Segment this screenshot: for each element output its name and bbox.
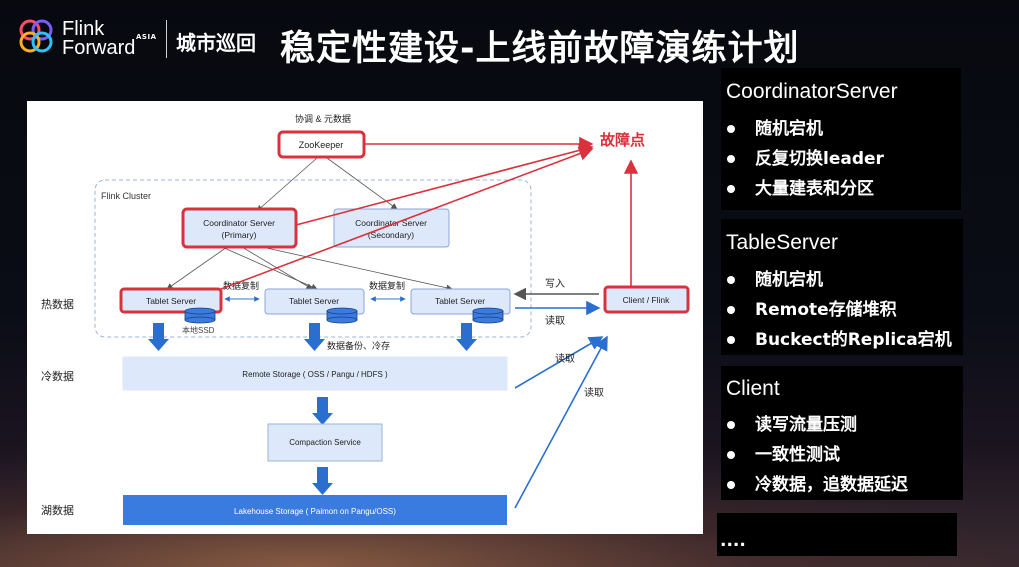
lakehouse-box (123, 495, 507, 525)
disk-icon (326, 307, 358, 324)
more-panel (717, 513, 957, 556)
list-item: Buckect的Replica宕机 (721, 325, 952, 355)
tablet-panel: TableServer 随机宕机 Remote存储堆积 Buckect的Repl… (721, 219, 963, 355)
hot-data-label: 热数据 (41, 297, 74, 311)
logo-line2: Forward (62, 37, 136, 59)
cold-data-label: 冷数据 (41, 369, 74, 383)
list-item: 反复切换leader (721, 144, 884, 174)
list-item: 一致性测试 (721, 440, 908, 470)
coord-primary-l2: (Primary) (222, 230, 257, 240)
read-label-1: 读取 (545, 314, 565, 327)
tablet-2-label: Tablet Server (289, 296, 339, 306)
read-arrow-2 (514, 336, 604, 389)
down-arrows (148, 323, 477, 495)
local-ssd-label: 本地SSD (182, 325, 215, 335)
logo-wordmark: Flink Forward (62, 18, 136, 59)
logo-line1: Flink (62, 18, 105, 40)
disk-icon (184, 307, 216, 324)
client-flink-box (603, 285, 690, 314)
replicate-label-2: 数据复制 (369, 280, 405, 291)
remote-storage-label: Remote Storage ( OSS / Pangu / HDFS ) (242, 370, 388, 379)
tablet-1-label: Tablet Server (146, 296, 196, 306)
coordinator-primary-box (181, 207, 298, 249)
client-panel: Client 读写流量压测 一致性测试 冷数据，追数据延迟 (721, 366, 963, 500)
coord-primary-l1: Coordinator Server (203, 218, 275, 228)
list-item: 读写流量压测 (721, 410, 908, 440)
more-ellipsis: .... (720, 531, 746, 551)
lakehouse-label: Lakehouse Storage ( Paimon on Pangu/OSS) (234, 507, 396, 516)
coord-secondary-l2: (Secondary) (368, 230, 414, 240)
header-divider (166, 20, 167, 58)
cluster-label: Flink Cluster (101, 191, 151, 201)
coord-secondary-l1: Coordinator Server (355, 218, 427, 228)
replicate-label-1: 数据复制 (223, 280, 259, 291)
backup-label: 数据备份、冷存 (327, 340, 390, 351)
tablet-heading: TableServer (726, 231, 839, 254)
coord-meta-label: 协调 & 元数据 (295, 113, 351, 124)
read-label-3: 读取 (584, 386, 604, 399)
lake-data-label: 湖数据 (41, 503, 74, 517)
flink-forward-logo-icon (18, 18, 54, 54)
fault-arrows (220, 136, 639, 290)
architecture-diagram: Flink Cluster 数据复制 数据复制 协调 & 元数据 ZooKeep… (27, 101, 703, 534)
tablet-list: 随机宕机 Remote存储堆积 Buckect的Replica宕机 (721, 265, 952, 355)
list-item: 大量建表和分区 (721, 174, 884, 204)
tablet-3-label: Tablet Server (435, 296, 485, 306)
remote-storage-box (122, 356, 508, 391)
coordinator-secondary-box (333, 208, 450, 248)
disk-icon (472, 307, 504, 324)
coordinator-heading: CoordinatorServer (726, 80, 898, 103)
coordinator-list: 随机宕机 反复切换leader 大量建表和分区 (721, 114, 884, 204)
slide-title: 稳定性建设-上线前故障演练计划 (280, 29, 800, 69)
list-item: 随机宕机 (721, 265, 952, 295)
coordinator-panel: CoordinatorServer 随机宕机 反复切换leader 大量建表和分… (721, 68, 961, 210)
zookeeper-label: ZooKeeper (299, 140, 344, 150)
tablet-server-1 (119, 287, 223, 314)
compaction-label: Compaction Service (289, 438, 361, 447)
compaction-box (267, 423, 383, 462)
read-arrow-3 (514, 335, 608, 509)
list-item: 随机宕机 (721, 114, 884, 144)
write-label: 写入 (545, 278, 565, 290)
client-label: Client / Flink (623, 295, 671, 305)
fault-point-label: 故障点 (600, 131, 645, 149)
client-list: 读写流量压测 一致性测试 冷数据，追数据延迟 (721, 410, 908, 500)
list-item: 冷数据，追数据延迟 (721, 470, 908, 500)
list-item: Remote存储堆积 (721, 295, 952, 325)
client-heading: Client (726, 377, 780, 400)
city-label: 城市巡回 (176, 31, 256, 55)
read-label-2: 读取 (555, 352, 575, 365)
logo-tag: ASIA (136, 33, 157, 41)
